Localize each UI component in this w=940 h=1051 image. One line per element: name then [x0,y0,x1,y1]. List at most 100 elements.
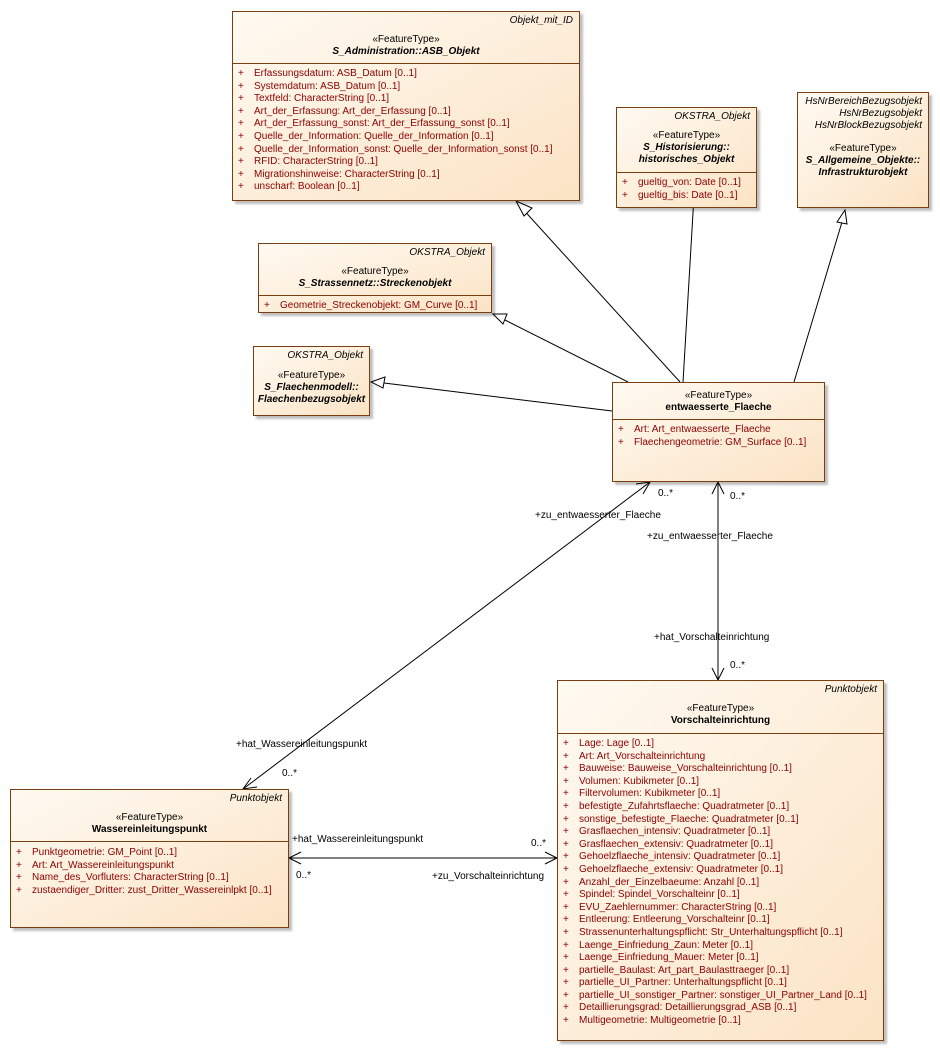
tagged-values: Punktobjekt [824,684,877,695]
attribute-row: +Punktgeometrie: GM_Point [0..1] [16,847,178,858]
attribute-row: +sonstige_befestigte_Flaeche: Quadratmet… [563,813,799,825]
attribute-row: +unscharf: Boolean [0..1] [238,181,360,193]
tagged-values: Punktobjekt [229,793,282,804]
stereotype-label: «FeatureType» [652,130,721,141]
multiplicity-label: 0..* [658,488,674,499]
compartment-divider [259,295,491,296]
attribute-row: +Spindel: Spindel_Vorschalteinr [0..1] [563,889,740,901]
generalization-arrowhead [369,376,386,389]
attribute-row: +Name_des_Vorfluters: CharacterString [0… [16,872,229,884]
generalization-to-flaechenbezugsobjekt [383,382,613,412]
attribute-row: +Migrationshinweise: CharacterString [0.… [238,168,440,180]
attribute-row: +Volumen: Kubikmeter [0..1] [563,775,700,787]
attribute-row: +Filtervolumen: Kubikmeter [0..1] [563,788,721,800]
association-arrow-open [287,851,302,865]
multiplicity-label: 0..* [730,660,746,671]
role-label: +hat_Wassereinleitungspunkt [236,739,368,750]
generalization-to-infrastrukturobjekt [793,221,843,383]
attribute-row: +Grasflaechen_intensiv: Quadratmeter [0.… [563,826,771,838]
compartment-divider [613,419,824,420]
multiplicity-label: 0..* [730,491,746,502]
attribute-row: +Art: Art_Wassereinleitungspunkt [16,859,174,871]
role-label: +hat_Wassereinleitungspunkt [292,834,424,845]
attribute-row: +Art_der_Erfassung: Art_der_Erfassung [0… [238,105,451,117]
attribute-row: +Multigeometrie: Multigeometrie [0..1] [563,1015,741,1027]
attribute-row: +Geometrie_Streckenobjekt: GM_Curve [0..… [264,300,478,311]
class-name: S_Flaechenmodell:: Flaechenbezugsobjekt [257,382,366,405]
attribute-row: +Art_der_Erfassung_sonst: Art_der_Erfass… [238,118,510,130]
compartment-divider [233,63,579,64]
attribute-row: +Lage: Lage [0..1] [563,738,655,749]
attribute-row: +befestigte_Zufahrtsflaeche: Quadratmete… [563,800,790,812]
stereotype-label: «FeatureType» [684,390,753,401]
class-name: S_Historisierung:: historisches_Objekt [638,142,735,165]
compartment-divider [558,733,883,734]
class-flaechenbezugsobjekt[interactable]: OKSTRA_Objekt «FeatureType» S_Flaechenmo… [253,346,370,416]
role-label: +zu_entwaesserter_Flaeche [535,510,661,521]
attribute-row: +zustaendiger_Dritter: zust_Dritter_Wass… [16,884,272,896]
attribute-row: +Detaillierungsgrad: Detaillierungsgrad_… [563,1002,797,1014]
class-name: S_Administration::ASB_Objekt [332,46,480,57]
generalization-to-historisches-objekt [682,195,695,383]
tagged-values: OKSTRA_Objekt [287,350,363,361]
class-name: S_Strassennetz::Streckenobjekt [298,278,452,289]
generalization-arrowhead [514,199,533,217]
stereotype-label: «FeatureType» [115,812,184,823]
attribute-row: +Entleerung: Entleerung_Vorschalteinr [0… [563,914,770,926]
attribute-row: +Quelle_der_Information: Quelle_der_Info… [238,130,494,142]
tagged-values: Objekt_mit_ID [509,15,573,26]
class-historisches-objekt[interactable]: OKSTRA_Objekt «FeatureType» S_Historisie… [616,107,757,208]
class-name: S_Allgemeine_Objekte:: Infrastrukturobje… [805,155,921,178]
stereotype-label: «FeatureType» [829,143,897,154]
class-vorschalteinrichtung[interactable]: Punktobjekt «FeatureType» Vorschalteinri… [557,680,884,1041]
attribute-row: +partielle_UI_Partner: Unterhaltungspfli… [563,977,787,989]
class-wassereinleitungspunkt[interactable]: Punktobjekt «FeatureType» Wassereinleitu… [10,789,289,928]
generalization-to-streckenobjekt [504,319,629,383]
class-streckenobjekt[interactable]: OKSTRA_Objekt «FeatureType» S_Strassenne… [258,243,492,313]
class-name: Vorschalteinrichtung [670,715,771,726]
attribute-row: +Anzahl_der_Einzelbaeume: Anzahl [0..1] [563,876,760,888]
role-label: +zu_Vorschalteinrichtung [432,871,545,882]
attribute-list: +Art: Art_entwaesserte_Flaeche +Flaechen… [613,424,824,449]
class-name: Wassereinleitungspunkt [91,824,208,835]
attribute-row: +gueltig_bis: Date [0..1] [622,189,738,201]
stereotype-label: «FeatureType» [372,34,440,45]
generalization-to-asb-objekt [519,205,681,383]
class-asb-objekt[interactable]: Objekt_mit_ID «FeatureType» S_Administra… [232,11,580,201]
attribute-row: +gueltig_von: Date [0..1] [622,177,741,188]
stereotype-label: «FeatureType» [686,703,755,714]
attribute-list: +Erfassungsdatum: ASB_Datum [0..1] +Syst… [233,68,579,194]
attribute-list: +Lage: Lage [0..1] +Art: Art_Vorschaltei… [558,738,883,1028]
attribute-row: +Quelle_der_Information_sonst: Quelle_de… [238,143,553,155]
attribute-list: +Geometrie_Streckenobjekt: GM_Curve [0..… [259,300,491,313]
attribute-row: +Textfeld: CharacterString [0..1] [238,93,390,105]
tagged-values: OKSTRA_Objekt [674,111,750,122]
attribute-list: +gueltig_von: Date [0..1] +gueltig_bis: … [617,177,756,202]
generalization-arrowhead [491,313,508,325]
attribute-row: +Gehoelzflaeche_intensiv: Quadratmeter [… [563,851,781,863]
attribute-row: +Flaechengeometrie: GM_Surface [0..1] [618,436,807,448]
attribute-row: +Laenge_Einfriedung_Mauer: Meter [0..1] [563,952,759,964]
attribute-row: +Art: Art_Vorschalteinrichtung [563,750,706,762]
attribute-row: +partielle_UI_sonstiger_Partner: sonstig… [563,989,867,1001]
stereotype-label: «FeatureType» [341,266,409,277]
association-arrow-open [711,480,725,495]
multiplicity-label: 0..* [282,768,298,779]
attribute-row: +Bauweise: Bauweise_Vorschalteinrichtung… [563,763,792,775]
attribute-row: +EVU_Zaehlernummer: CharacterString [0..… [563,901,777,913]
role-label: +zu_entwaesserter_Flaeche [647,531,773,542]
generalization-arrowhead [836,208,848,225]
role-label: +hat_Vorschalteinrichtung [654,632,770,643]
stereotype-label: «FeatureType» [277,370,346,381]
attribute-row: +Strassenunterhaltungspflicht: Str_Unter… [563,926,843,938]
class-name: entwaesserte_Flaeche [665,402,772,413]
multiplicity-label: 0..* [531,838,547,849]
attribute-row: +Gehoelzflaeche_extensiv: Quadratmeter [… [563,863,784,875]
class-infrastrukturobjekt[interactable]: HsNrBereichBezugsobjekt HsNrBezugsobjekt… [797,92,929,208]
attribute-row: +Grasflaechen_extensiv: Quadratmeter [0.… [563,838,773,850]
attribute-row: +Art: Art_entwaesserte_Flaeche [618,424,771,435]
attribute-list: +Punktgeometrie: GM_Point [0..1] +Art: A… [11,847,288,897]
attribute-row: +Erfassungsdatum: ASB_Datum [0..1] [238,68,417,79]
class-entwaesserte-flaeche[interactable]: «FeatureType» entwaesserte_Flaeche +Art:… [612,382,825,482]
attribute-row: +partielle_Baulast: Art_part_Baulasttrae… [563,964,790,976]
